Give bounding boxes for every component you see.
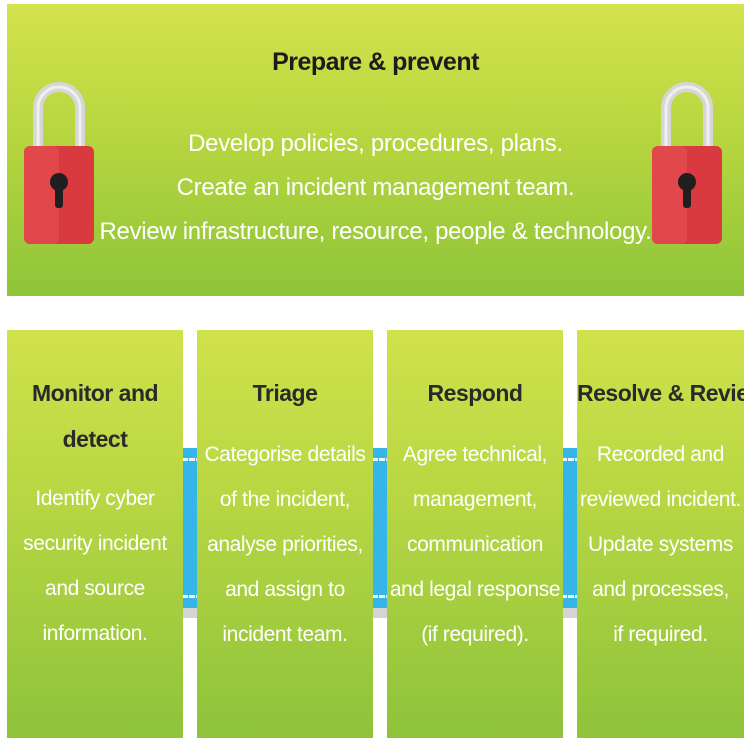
step-title-line: Monitor and: [31, 380, 159, 406]
step-description: Identify cyber security incident and sou…: [7, 476, 183, 656]
step-description: Agree technical, management, communicati…: [387, 432, 563, 657]
step-line: (if required).: [421, 623, 529, 646]
step-line: management,: [412, 488, 537, 511]
step-title: Respond: [387, 370, 563, 416]
step-title-line: detect: [62, 426, 128, 452]
step-line: and source: [45, 577, 145, 600]
step-respond: Respond Agree technical, management, com…: [387, 330, 563, 738]
step-title-line: Triage: [252, 380, 318, 406]
step-title-line: Resolve & Review: [577, 380, 744, 406]
step-line: Categorise details: [204, 443, 366, 466]
step-title: Resolve & Review: [577, 370, 744, 416]
padlock-icon: [22, 66, 96, 246]
step-title: Triage: [197, 370, 373, 416]
step-line: reviewed incident.: [580, 488, 741, 511]
step-title-line: Respond: [427, 380, 523, 406]
padlock-icon: [650, 66, 724, 246]
banner-description: Develop policies, procedures, plans. Cre…: [7, 122, 744, 254]
step-description: Recorded and reviewed incident. Update s…: [577, 432, 744, 657]
step-line: Identify cyber: [35, 487, 155, 510]
step-line: Update systems: [588, 533, 733, 556]
step-line: and assign to: [225, 578, 345, 601]
step-line: and legal response: [389, 578, 561, 601]
step-line: if required.: [613, 623, 708, 646]
step-line: security incident: [23, 532, 167, 555]
step-line: Agree technical,: [402, 443, 548, 466]
step-connector: [561, 448, 581, 618]
step-line: information.: [42, 622, 148, 645]
step-triage: Triage Categorise details of the inciden…: [197, 330, 373, 738]
step-line: and processes,: [592, 578, 729, 601]
step-description: Categorise details of the incident, anal…: [197, 432, 373, 657]
step-line: Recorded and: [596, 443, 725, 466]
step-monitor-detect: Monitor and detect Identify cyber securi…: [7, 330, 183, 738]
prepare-prevent-banner: Prepare & prevent Develop policies, proc…: [7, 4, 744, 296]
banner-line: Develop policies, procedures, plans.: [188, 130, 563, 157]
step-line: of the incident,: [219, 488, 351, 511]
step-line: incident team.: [222, 623, 348, 646]
step-resolve-review: Resolve & Review Recorded and reviewed i…: [577, 330, 744, 738]
step-line: analyse priorities,: [207, 533, 363, 556]
banner-title: Prepare & prevent: [272, 48, 479, 76]
banner-line: Review infrastructure, resource, people …: [99, 218, 652, 245]
step-title: Monitor and detect: [7, 370, 183, 462]
step-line: communication: [406, 533, 544, 556]
banner-line: Create an incident management team.: [176, 174, 575, 201]
